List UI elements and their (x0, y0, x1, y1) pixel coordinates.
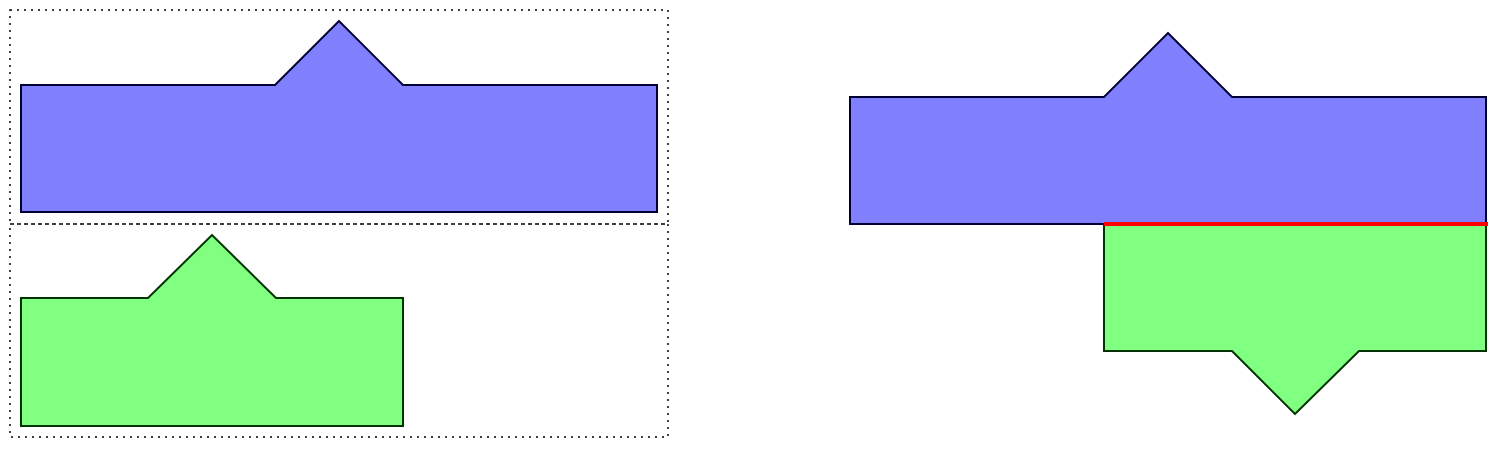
dotted-frame-bottom (9, 223, 669, 438)
green-shape-flipped (1103, 223, 1487, 416)
left-panel (9, 9, 669, 438)
blue-shape (20, 19, 658, 213)
dotted-frame-top (9, 9, 669, 225)
right-panel (849, 31, 1488, 416)
blue-shape-joined (849, 31, 1487, 225)
green-shape (20, 233, 404, 427)
